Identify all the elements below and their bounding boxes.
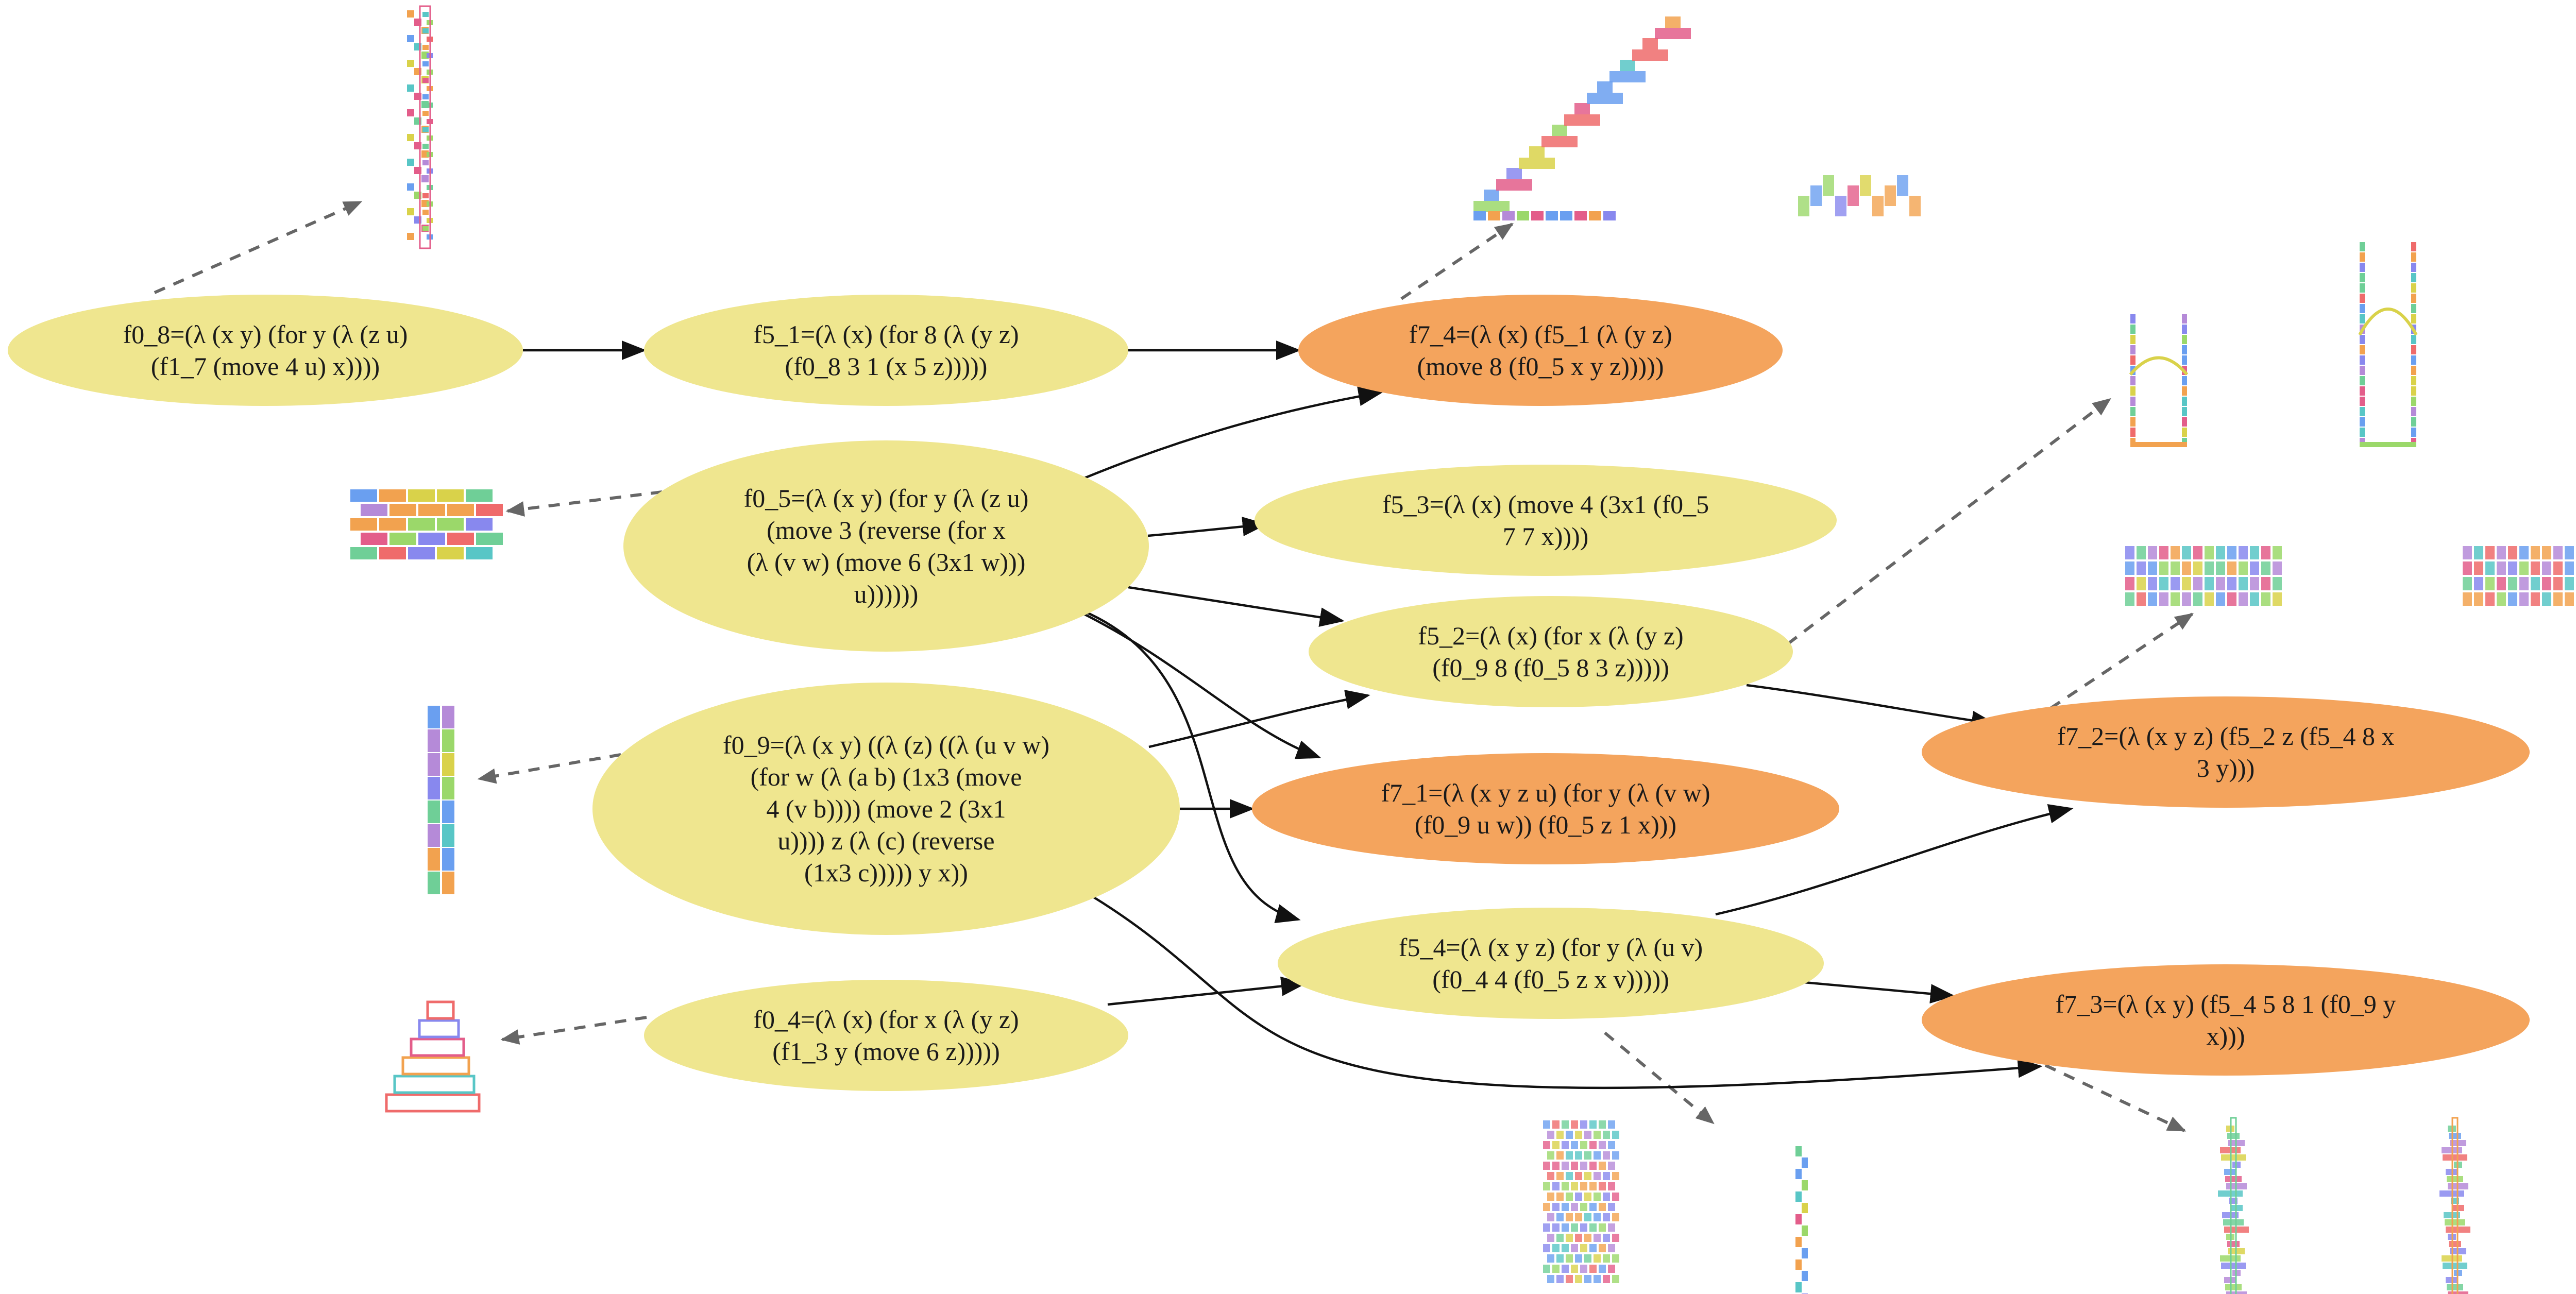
node-shape [644, 980, 1128, 1091]
node-label-line: x))) [2207, 1021, 2245, 1050]
node-shape [1309, 596, 1793, 707]
render-link-f0_4 [500, 1016, 647, 1045]
node-label-line: (for w (λ (a b) (1x3 (move [751, 762, 1022, 791]
edge-f0_9-to-f5_2 [1148, 690, 1370, 748]
edge-f0_5-to-f5_3 [1147, 517, 1267, 537]
edge-f0_5-to-f5_2 [1128, 586, 1345, 627]
node-label-line: f0_8=(λ (x y) (for y (λ (z u) [123, 320, 408, 349]
render-f5_2-arch-towers [2129, 242, 2418, 447]
node-f7-3: f7_3=(λ (x y) (f5_4 5 8 1 (f0_9 y x))) [1922, 964, 2530, 1076]
node-f5-3: f5_3=(λ (x) (move 4 (3x1 (f0_5 7 7 x)))) [1255, 465, 1837, 576]
node-label-line: f5_1=(λ (x) (for 8 (λ (y z) [753, 320, 1019, 349]
node-label-line: f0_9=(λ (x y) ((λ (z) ((λ (u v w) [723, 730, 1049, 759]
node-label-line: f7_3=(λ (x y) (f5_4 5 8 1 (f0_9 y [2056, 990, 2396, 1018]
node-label-line: u)))))) [854, 580, 919, 608]
node-label-line: 3 y))) [2197, 754, 2255, 782]
render-link-f5_4 [1604, 1031, 1715, 1125]
node-label-line: (f0_8 3 1 (x 5 z))))) [785, 352, 988, 381]
node-shape [1255, 465, 1837, 576]
node-label-line: 7 7 x)))) [1503, 522, 1589, 551]
node-label-line: (f0_9 8 (f0_5 8 3 z))))) [1432, 653, 1669, 682]
node-label-line: (f0_9 u w)) (f0_5 z 1 x))) [1415, 810, 1676, 839]
render-thumbnails [350, 5, 2574, 1294]
node-shape [1252, 753, 1839, 864]
render-f7_3-spire-towers [2218, 1117, 2470, 1294]
node-f0-5: f0_5=(λ (x y) (for y (λ (z u) (move 3 (re… [623, 440, 1149, 652]
render-f0_9-vertical-bar [428, 706, 454, 894]
node-label-line: u)))) z (λ (c) (reverse [777, 826, 994, 855]
node-f0-8: f0_8=(λ (x y) (for y (λ (z u) (f1_7 (move… [8, 295, 523, 406]
node-label-line: (λ (v w) (move 6 (3x1 w))) [747, 548, 1026, 576]
node-f7-2: f7_2=(λ (x y z) (f5_2 z (f5_4 8 x 3 y))) [1922, 696, 2530, 808]
node-label-line: f5_4=(λ (x y z) (for y (λ (u v) [1399, 933, 1703, 962]
render-f0_4-staircase [385, 1000, 481, 1113]
node-label-line: f7_2=(λ (x y z) (f5_2 z (f5_4 8 x [2057, 722, 2394, 751]
node-label-line: (1x3 c))))) y x)) [804, 858, 968, 887]
render-link-f7_4 [1400, 223, 1514, 300]
edge-f5_2-to-f7_2 [1746, 684, 1996, 730]
node-label-line: (f1_7 (move 4 u) x)))) [151, 352, 380, 381]
dependency-edges [523, 340, 2074, 1089]
node-label-line: (move 3 (reverse (for x [767, 516, 1006, 544]
node-label-line: f7_1=(λ (x y z u) (for y (λ (v w) [1381, 778, 1710, 807]
node-f5-1: f5_1=(λ (x) (for 8 (λ (y z) (f0_8 3 1 (x … [644, 295, 1128, 406]
render-f0_8-vertical-strip [407, 5, 433, 249]
render-link-f7_3 [2044, 1064, 2187, 1132]
node-label-line: f0_4=(λ (x) (for x (λ (y z) [753, 1005, 1019, 1034]
render-f7_2-block-rows [2125, 546, 2574, 606]
render-link-f0_9 [477, 753, 621, 784]
edge-f5_4-to-f7_2 [1715, 804, 2074, 916]
node-f5-4: f5_4=(λ (x y z) (for y (λ (u v) (f0_4 4 (… [1278, 908, 1824, 1019]
edge-f0_5-to-f5_4 [1081, 609, 1301, 923]
node-label-line: (f1_3 y (move 6 z))))) [772, 1037, 999, 1066]
node-label-line: 4 (v b)))) (move 2 (3x1 [766, 794, 1006, 823]
node-shape [644, 295, 1128, 406]
node-f5-2: f5_2=(λ (x) (for x (λ (y z) (f0_9 8 (f0_5… [1309, 596, 1793, 707]
node-label-line: f5_3=(λ (x) (move 4 (3x1 (f0_5 [1382, 490, 1709, 519]
node-label-line: (move 8 (f0_5 x y z))))) [1417, 352, 1664, 381]
node-f7-1: f7_1=(λ (x y z u) (for y (λ (v w) (f0_9 u… [1252, 753, 1839, 864]
render-f7_4-diagonal-towers [1473, 16, 1921, 220]
program-nodes: f0_8=(λ (x y) (for y (λ (z u) (f1_7 (move… [8, 295, 2530, 1091]
render-link-f0_5 [505, 490, 663, 517]
render-link-f0_8 [154, 200, 363, 294]
node-label-line: f0_5=(λ (x y) (for y (λ (z u) [744, 484, 1029, 513]
render-f5_4-woven-towers [1543, 1120, 1808, 1294]
node-f0-4: f0_4=(λ (x) (for x (λ (y z) (f1_3 y (move… [644, 980, 1128, 1091]
edge-f0_5-to-f7_1 [1081, 611, 1321, 759]
node-label-line: f5_2=(λ (x) (for x (λ (y z) [1418, 621, 1683, 650]
node-f7-4: f7_4=(λ (x) (f5_1 (λ (y z) (move 8 (f0_5 … [1298, 295, 1783, 406]
node-shape [1922, 964, 2530, 1076]
render-link-f7_2 [2049, 612, 2194, 710]
node-shape [1298, 295, 1783, 406]
edge-f0_5-to-f7_4 [1081, 386, 1383, 481]
node-label-line: f7_4=(λ (x) (f5_1 (λ (y z) [1409, 320, 1672, 349]
render-link-f5_2 [1787, 398, 2111, 645]
node-shape [1922, 696, 2530, 808]
node-shape [623, 440, 1149, 652]
edge-f0_9-to-f7_3 [1091, 895, 2043, 1089]
node-shape [592, 683, 1180, 935]
node-shape [8, 295, 523, 406]
node-f0-9: f0_9=(λ (x y) ((λ (z) ((λ (u v w) (for w … [592, 683, 1180, 935]
render-f0_5-brick-block [350, 489, 503, 559]
node-label-line: (f0_4 4 (f0_5 z x v))))) [1432, 965, 1669, 994]
node-shape [1278, 908, 1824, 1019]
render-links [154, 200, 2194, 1132]
edge-f5_4-to-f7_3 [1792, 980, 1955, 1004]
edge-f0_4-to-f5_4 [1107, 976, 1306, 1006]
